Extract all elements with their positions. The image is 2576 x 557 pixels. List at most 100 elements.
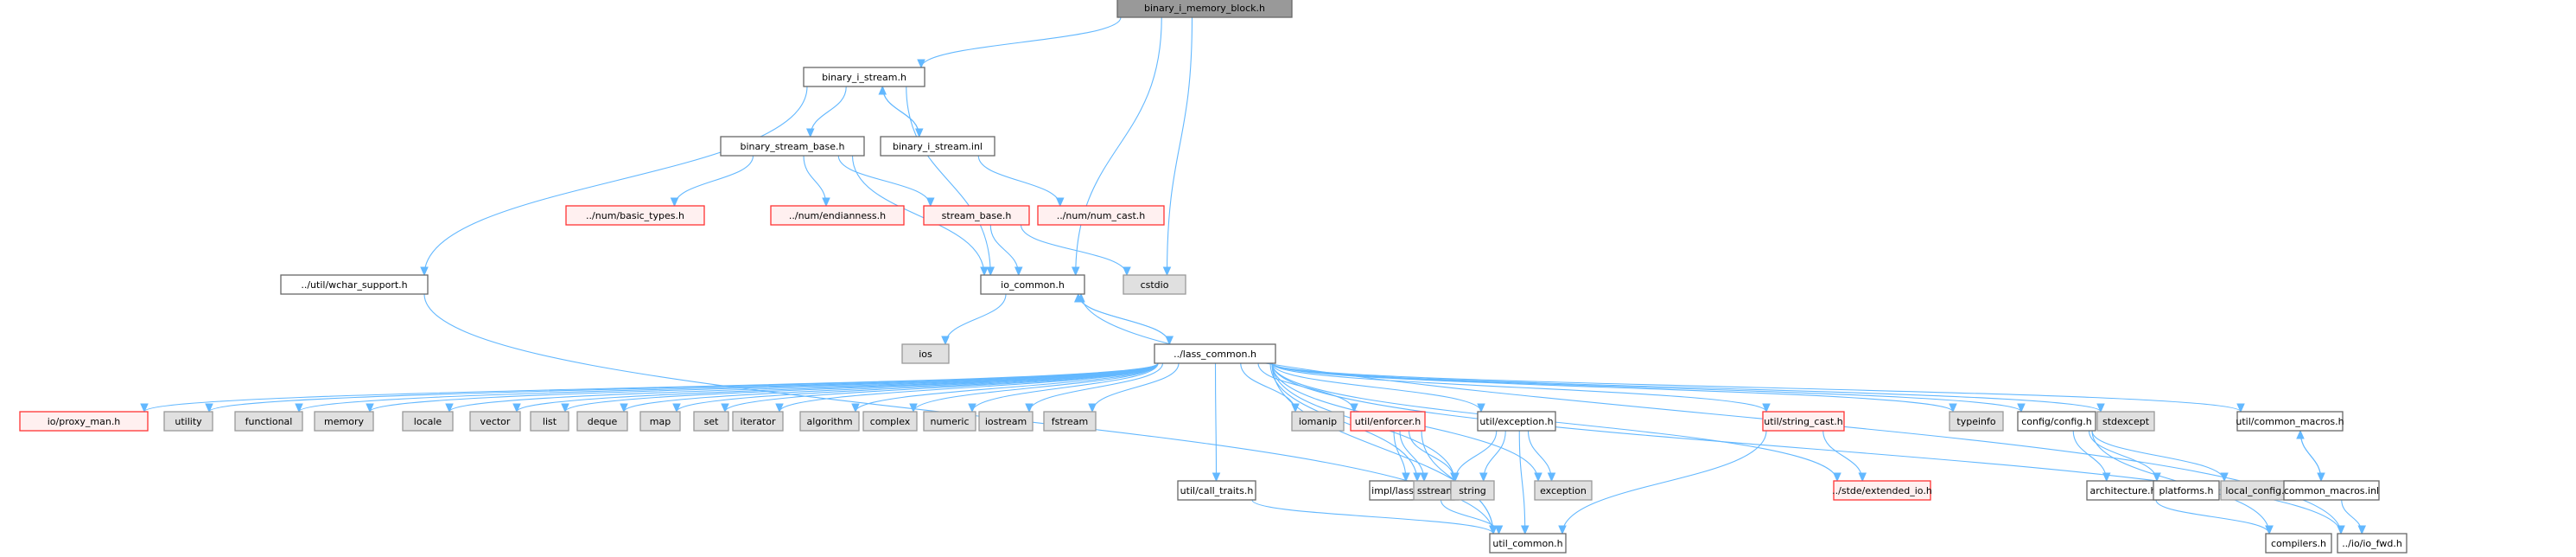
node-ioc[interactable]: io_common.h	[980, 274, 1085, 295]
node-box[interactable]	[732, 411, 784, 432]
node-config[interactable]: config/config.h	[2017, 411, 2096, 432]
node-proxy[interactable]: io/proxy_man.h	[19, 411, 149, 432]
node-box[interactable]	[803, 67, 925, 87]
node-wchar[interactable]: ../util/wchar_support.h	[280, 274, 429, 295]
node-box[interactable]	[2236, 411, 2344, 432]
node-calltraits[interactable]: util/call_traits.h	[1177, 480, 1256, 501]
node-platforms[interactable]: platforms.h	[2153, 480, 2220, 501]
node-sbase[interactable]: stream_base.h	[923, 205, 1030, 226]
node-box[interactable]	[163, 411, 213, 432]
node-box[interactable]	[19, 411, 149, 432]
node-typeinfo[interactable]: typeinfo	[1949, 411, 2004, 432]
node-iofwd[interactable]: ../io/io_fwd.h	[2337, 533, 2407, 554]
node-label: architecture.h	[2089, 485, 2156, 496]
node-numcast[interactable]: ../num/num_cast.h	[1037, 205, 1165, 226]
node-box[interactable]	[1450, 480, 1495, 501]
node-bsb[interactable]: binary_stream_base.h	[720, 136, 865, 157]
node-complex[interactable]: complex	[862, 411, 918, 432]
node-box[interactable]	[923, 205, 1030, 226]
node-box[interactable]	[2153, 480, 2220, 501]
node-lass[interactable]: ../lass_common.h	[1154, 343, 1276, 364]
node-box[interactable]	[2096, 411, 2155, 432]
node-cstdio[interactable]: cstdio	[1123, 274, 1186, 295]
node-set[interactable]: set	[693, 411, 729, 432]
node-box[interactable]	[1291, 411, 1345, 432]
node-iostream[interactable]: iostream	[978, 411, 1034, 432]
node-sstream[interactable]: sstream	[1413, 480, 1460, 501]
node-box[interactable]	[639, 411, 681, 432]
node-iomanip[interactable]: iomanip	[1291, 411, 1345, 432]
node-box[interactable]	[1762, 411, 1845, 432]
node-box[interactable]	[720, 136, 865, 157]
node-bisinl[interactable]: binary_i_stream.inl	[880, 136, 995, 157]
node-cmacros[interactable]: util/common_macros.h	[2236, 411, 2344, 432]
node-list[interactable]: list	[530, 411, 569, 432]
node-box[interactable]	[901, 343, 950, 364]
node-string[interactable]: string	[1450, 480, 1495, 501]
node-box[interactable]	[1043, 411, 1097, 432]
node-vector[interactable]: vector	[469, 411, 521, 432]
node-box[interactable]	[923, 411, 976, 432]
node-box[interactable]	[1833, 480, 1931, 501]
node-arch[interactable]: architecture.h	[2086, 480, 2160, 501]
node-box[interactable]	[1350, 411, 1426, 432]
node-box[interactable]	[880, 136, 995, 157]
node-box[interactable]	[565, 205, 705, 226]
node-box[interactable]	[402, 411, 454, 432]
node-strcast[interactable]: util/string_cast.h	[1762, 411, 1845, 432]
edge-lass-to-exception_h	[1271, 362, 1485, 413]
node-box[interactable]	[530, 411, 569, 432]
node-algorithm[interactable]: algorithm	[799, 411, 860, 432]
node-ios[interactable]: ios	[901, 343, 950, 364]
node-ucommon[interactable]: util_common.h	[1489, 533, 1567, 554]
node-extio[interactable]: ../stde/extended_io.h	[1832, 480, 1932, 501]
node-exception-h[interactable]: util/exception.h	[1477, 411, 1556, 432]
node-box[interactable]	[1116, 0, 1293, 18]
node-box[interactable]	[693, 411, 729, 432]
node-fstream[interactable]: fstream	[1043, 411, 1097, 432]
node-functional[interactable]: functional	[234, 411, 303, 432]
node-box[interactable]	[1534, 480, 1593, 501]
node-memory[interactable]: memory	[314, 411, 374, 432]
node-cmacinl[interactable]: common_macros.inl	[2283, 480, 2380, 501]
node-box[interactable]	[314, 411, 374, 432]
node-utility[interactable]: utility	[163, 411, 213, 432]
node-box[interactable]	[2337, 533, 2407, 554]
edge-errno-to-ucommon	[1440, 499, 1504, 535]
node-box[interactable]	[576, 411, 628, 432]
node-box[interactable]	[469, 411, 521, 432]
node-stdexcept[interactable]: stdexcept	[2096, 411, 2155, 432]
node-root[interactable]: binary_i_memory_block.h	[1116, 0, 1293, 18]
node-enforcer[interactable]: util/enforcer.h	[1350, 411, 1426, 432]
node-box[interactable]	[770, 205, 905, 226]
node-bis[interactable]: binary_i_stream.h	[803, 67, 925, 87]
node-basic[interactable]: ../num/basic_types.h	[565, 205, 705, 226]
node-box[interactable]	[978, 411, 1034, 432]
node-box[interactable]	[280, 274, 429, 295]
node-deque[interactable]: deque	[576, 411, 628, 432]
node-localcfg[interactable]: local_config.h	[2220, 480, 2296, 501]
node-exception[interactable]: exception	[1534, 480, 1593, 501]
node-box[interactable]	[799, 411, 860, 432]
node-box[interactable]	[1123, 274, 1186, 295]
node-box[interactable]	[234, 411, 303, 432]
node-box[interactable]	[1477, 411, 1556, 432]
node-box[interactable]	[2283, 480, 2380, 501]
node-box[interactable]	[1949, 411, 2004, 432]
node-map[interactable]: map	[639, 411, 681, 432]
node-numeric[interactable]: numeric	[923, 411, 976, 432]
node-box[interactable]	[2017, 411, 2096, 432]
node-box[interactable]	[1489, 533, 1567, 554]
node-label: util/call_traits.h	[1180, 485, 1254, 496]
arrowhead-icon	[980, 266, 989, 277]
node-endian[interactable]: ../num/endianness.h	[770, 205, 905, 226]
node-box[interactable]	[980, 274, 1085, 295]
node-box[interactable]	[1177, 480, 1256, 501]
node-compilers[interactable]: compilers.h	[2265, 533, 2332, 554]
node-box[interactable]	[2265, 533, 2332, 554]
node-box[interactable]	[1154, 343, 1276, 364]
node-box[interactable]	[862, 411, 918, 432]
node-box[interactable]	[1037, 205, 1165, 226]
node-iterator[interactable]: iterator	[732, 411, 784, 432]
node-locale[interactable]: locale	[402, 411, 454, 432]
